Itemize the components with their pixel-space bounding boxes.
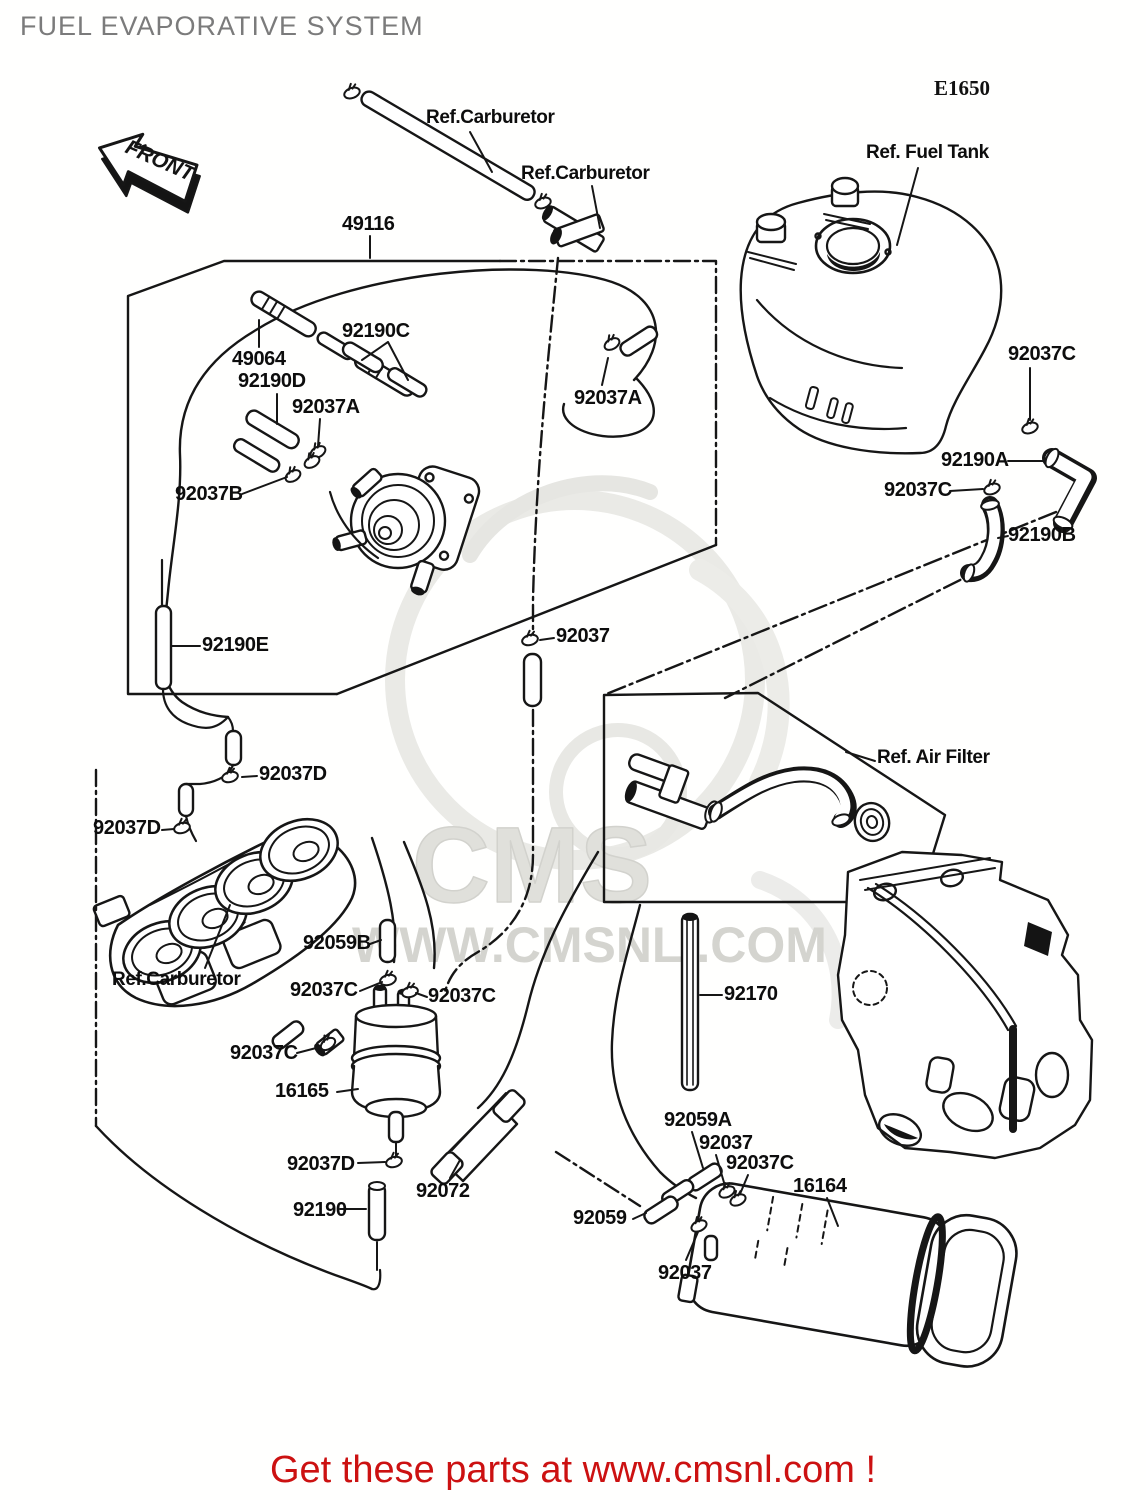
label-92037-can-bottom: 92037 (658, 1262, 712, 1284)
tube-92190C (341, 341, 428, 398)
bracket-92072 (430, 1089, 526, 1185)
label-92037A-right: 92037A (574, 387, 642, 409)
label-ref-carburetor-bank: Ref.Carburetor (112, 969, 241, 990)
diagram-code: E1650 (934, 76, 991, 100)
cmsnl-promo-text: Get these parts at www.cmsnl.com ! (269, 1449, 877, 1491)
tube-92190 (367, 1182, 387, 1242)
label-49116: 49116 (342, 213, 395, 235)
fuel-pump-16165 (271, 984, 442, 1161)
label-92037-mid: 92037 (556, 625, 610, 647)
carburetor-drawing (92, 817, 357, 1008)
label-92037C-right: 92037C (884, 479, 952, 501)
hose-92190A (1042, 447, 1097, 533)
label-49064: 49064 (232, 348, 286, 370)
label-92190: 92190 (293, 1199, 347, 1221)
label-92072: 92072 (416, 1180, 470, 1202)
front-arrow-icon (98, 132, 201, 214)
label-92190D: 92190D (238, 370, 306, 392)
tube-92190D (232, 409, 300, 473)
label-92037C-pump2: 92037C (428, 985, 496, 1007)
label-92059: 92059 (573, 1207, 627, 1229)
leader-lines (161, 131, 1045, 1261)
label-ref-carburetor-tee: Ref.Carburetor (521, 163, 650, 184)
label-ref-carburetor-top: Ref.Carburetor (426, 107, 555, 128)
watermark-url-text: WWW.CMSNL..COM (352, 917, 827, 973)
label-92059B: 92059B (303, 932, 371, 954)
tube-mid (522, 652, 543, 708)
label-92037D-bottom: 92037D (287, 1153, 355, 1175)
label-92037B: 92037B (175, 483, 243, 505)
hose-routing-loop-end (561, 376, 655, 438)
label-92037-can-top: 92037 (699, 1132, 753, 1154)
tee-fitting-top (541, 205, 605, 253)
label-92190B: 92190B (1008, 524, 1076, 546)
label-92059A: 92059A (664, 1109, 732, 1131)
label-16165: 16165 (275, 1080, 329, 1102)
label-92037C-inlet: 92037C (230, 1042, 298, 1064)
tube-upper-carb (224, 729, 243, 767)
page-title: FUEL EVAPORATIVE SYSTEM (20, 11, 424, 41)
label-92037C-can: 92037C (726, 1152, 794, 1174)
label-ref-air-filter: Ref. Air Filter (877, 747, 990, 768)
vent-kit-boundary-box (126, 259, 718, 696)
spring-clamps (173, 82, 1039, 1233)
tubes-92059 (643, 1162, 723, 1262)
air-suction-valve (328, 465, 481, 596)
tube-92059B (378, 918, 397, 964)
label-92190A: 92190A (941, 449, 1009, 471)
vent-hose-top (360, 90, 536, 202)
air-cleaner-housing-drawing (836, 850, 1094, 1160)
tube-92190E (154, 604, 173, 691)
label-92037D-left: 92037D (93, 817, 161, 839)
label-92037C-pump1: 92037C (290, 979, 358, 1001)
label-92190E: 92190E (202, 634, 269, 656)
tube-92037A (619, 325, 659, 357)
tube-lower-carb (177, 782, 195, 818)
label-92037D-mid: 92037D (259, 763, 327, 785)
label-92190C: 92190C (342, 320, 410, 342)
canister-16164 (677, 1182, 1018, 1368)
label-92037C-tank: 92037C (1008, 343, 1076, 365)
label-92170: 92170 (724, 983, 778, 1005)
label-ref-fuel-tank: Ref. Fuel Tank (866, 142, 989, 163)
label-92037A-left: 92037A (292, 396, 360, 418)
pipe-92170 (680, 912, 700, 1092)
fuel-tank-drawing (739, 176, 1003, 455)
hose-92190B (960, 496, 1005, 583)
label-16164: 16164 (793, 1175, 847, 1197)
